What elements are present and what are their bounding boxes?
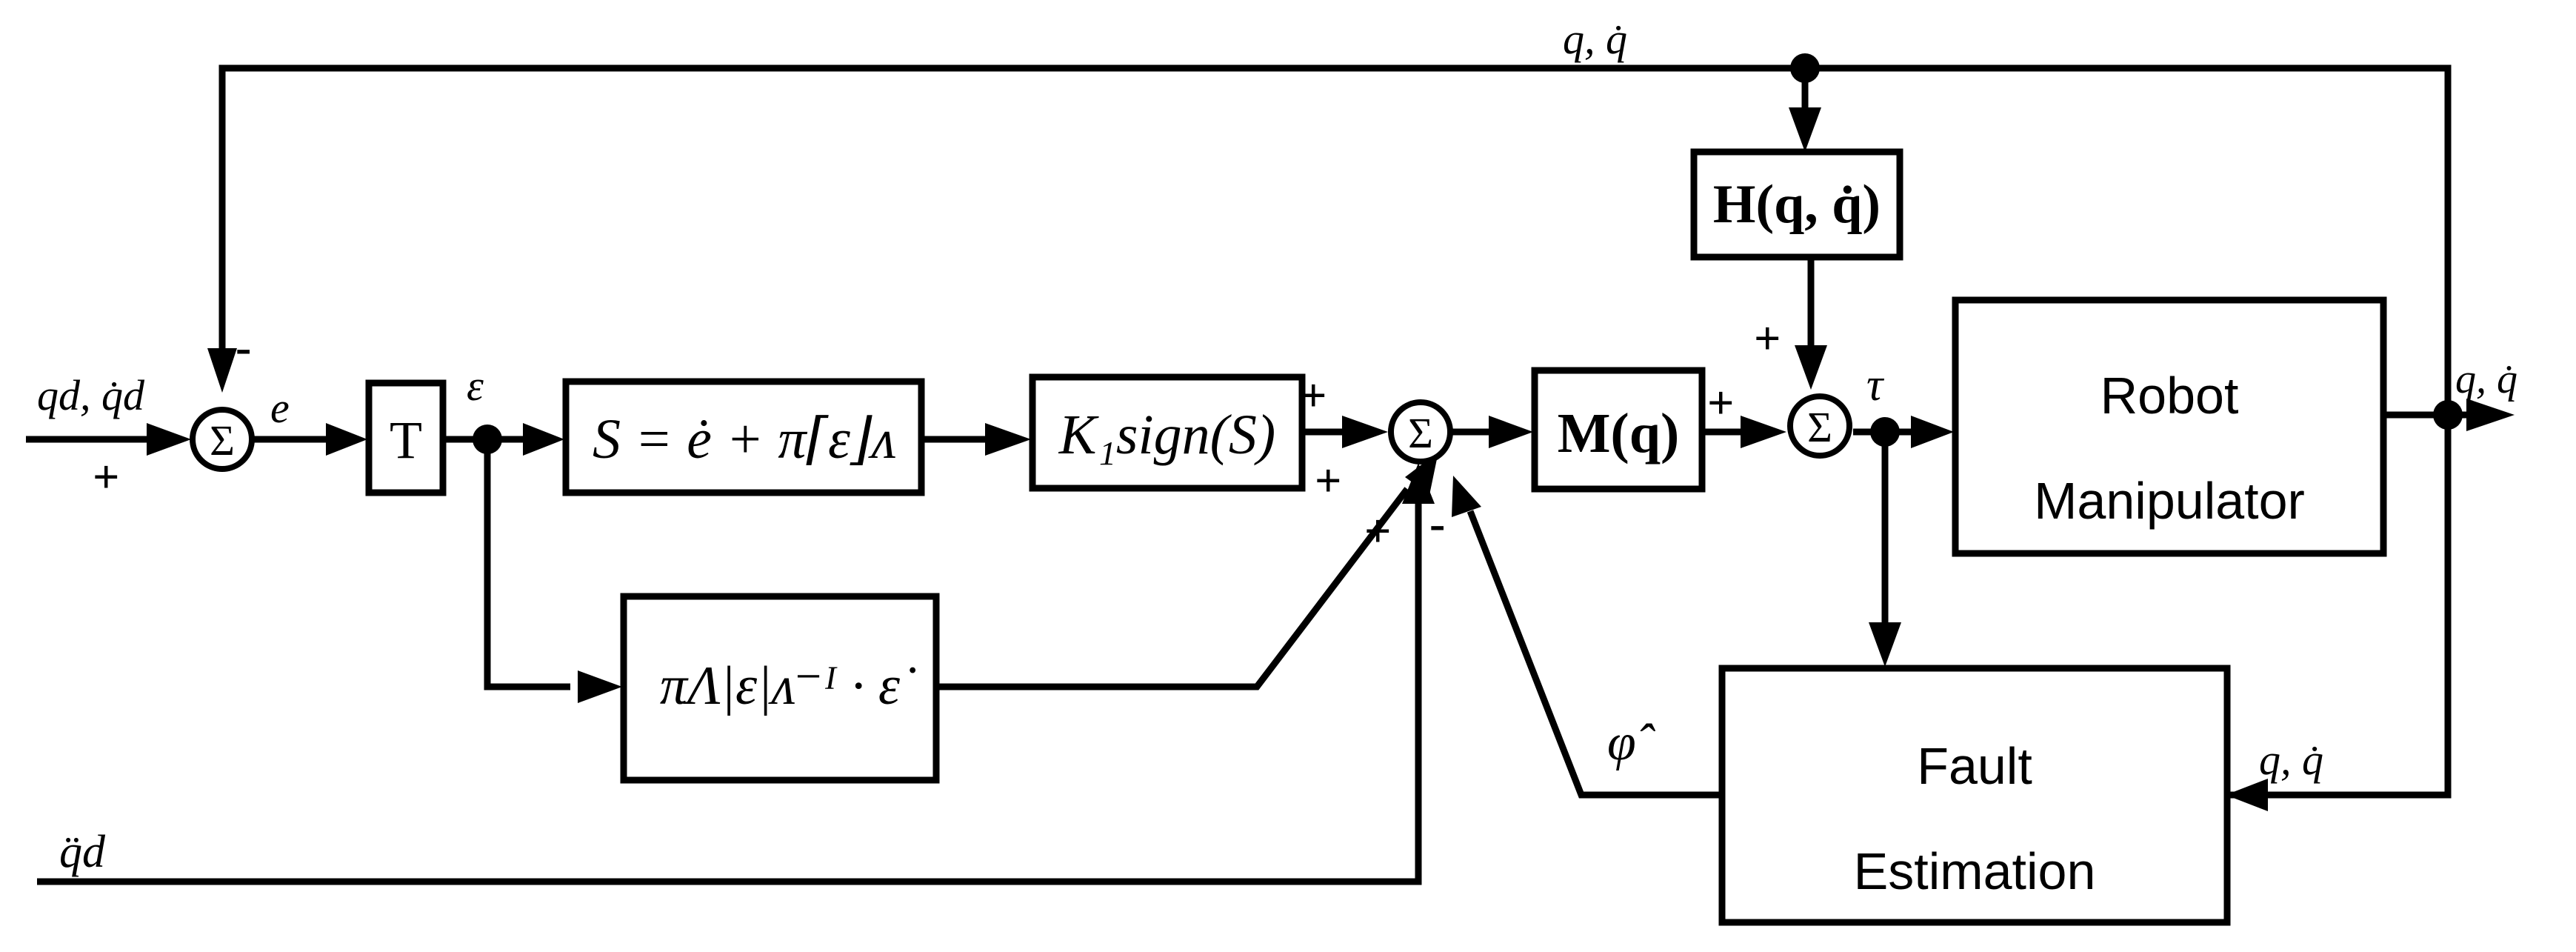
tau-signal-label: τ: [1866, 360, 1885, 410]
pi-lambda-label: πΛ|ε|ᴧ⁻ᴵ · ε̇: [660, 656, 915, 716]
summing-junction-1: [190, 407, 255, 472]
output-to-fault-wire: [2229, 415, 2452, 799]
sum2-symbol: Σ: [1408, 409, 1433, 457]
sum2-plus-k-sign: +: [1300, 369, 1327, 422]
sum3-symbol: Σ: [1807, 403, 1832, 451]
eps-signal-label: ε: [467, 362, 484, 410]
sum3-plus-h-sign: +: [1754, 312, 1781, 365]
arrow-into-sum2-phi: [1452, 476, 1481, 517]
k1-sign-block: [1029, 373, 1306, 492]
arrow-into-m: [1489, 416, 1533, 448]
robot-manipulator-block: [1952, 296, 2387, 557]
sum2-plus-qdd-sign: +: [1364, 505, 1391, 557]
sum1-symbol: Σ: [210, 416, 235, 465]
pi-lambda-block: [620, 593, 940, 784]
arrow-output: [2466, 399, 2515, 431]
tau-branch-node: [1870, 417, 1900, 447]
arrow-into-s: [523, 423, 564, 456]
arrow-into-robot: [1911, 416, 1954, 448]
h-block-label: H(q, q̇): [1713, 174, 1881, 235]
arrow-into-sum1-top: [207, 348, 237, 393]
sum3-plus-m-sign: +: [1707, 376, 1734, 429]
arrow-into-sum3-left: [1741, 416, 1786, 448]
h-block: [1690, 148, 1903, 261]
sum2-plus-pi-sign: +: [1315, 454, 1341, 507]
t-block: [365, 379, 447, 496]
output-branch-node: [2433, 400, 2463, 430]
top-branch-node: [1790, 53, 1820, 83]
fault-label-line2: Estimation: [1854, 842, 2096, 900]
arrow-into-sum1-left: [147, 423, 191, 456]
arrow-into-t: [326, 423, 367, 456]
e-signal-label: e: [270, 384, 290, 432]
arrow-into-sum2-left: [1342, 416, 1388, 448]
summing-junction-3: [1787, 393, 1852, 459]
m-block: [1531, 367, 1706, 493]
phi-hat-signal-label: φ̂: [1607, 714, 1656, 771]
qdd-to-sum2-wire: [37, 489, 1422, 885]
arrow-into-sum3-top: [1795, 345, 1827, 390]
arrow-into-pi: [578, 670, 622, 703]
t-block-label: T: [390, 410, 422, 470]
eps-to-pi-wire: [484, 439, 570, 690]
summing-junction-2: [1388, 399, 1453, 465]
fault-label-line1: Fault: [1917, 737, 2032, 795]
sliding-surface-block: [562, 378, 925, 496]
input-signal-label: qd, q̇d: [37, 371, 145, 419]
robot-label-line2: Manipulator: [2034, 472, 2305, 530]
fault-feedback-label: q, q̇: [2259, 736, 2323, 784]
sliding-surface-label: S = ė + π⌈ε⌋ᴧ: [593, 408, 896, 470]
sum1-minus-sign: -: [236, 321, 251, 373]
top-feedback-label: q, q̇: [1563, 15, 1627, 63]
arrow-into-sum2-qdd: [1402, 463, 1435, 504]
sum2-minus-sign: -: [1429, 497, 1445, 550]
phi-to-sum2-wire: [1466, 510, 1722, 799]
fault-estimation-block: [1718, 665, 2231, 926]
output-signal-label: q, q̇: [2455, 356, 2517, 402]
robot-label-line1: Robot: [2100, 367, 2239, 425]
arrow-into-fault-right: [2226, 779, 2268, 811]
m-block-label: M(q): [1558, 402, 1680, 465]
qdd-signal-label: q̈d: [59, 827, 106, 877]
arrow-into-h: [1789, 107, 1821, 152]
arrow-into-fault-top: [1869, 622, 1901, 667]
top-feedback-wire: [218, 64, 2452, 415]
arrow-into-k: [985, 423, 1031, 456]
k1-sign-label: K₁sign(S): [1058, 404, 1275, 466]
eps-branch-node: [473, 425, 502, 454]
sum1-plus-sign: +: [93, 450, 119, 503]
pi-to-sum2-wire: [937, 487, 1410, 690]
